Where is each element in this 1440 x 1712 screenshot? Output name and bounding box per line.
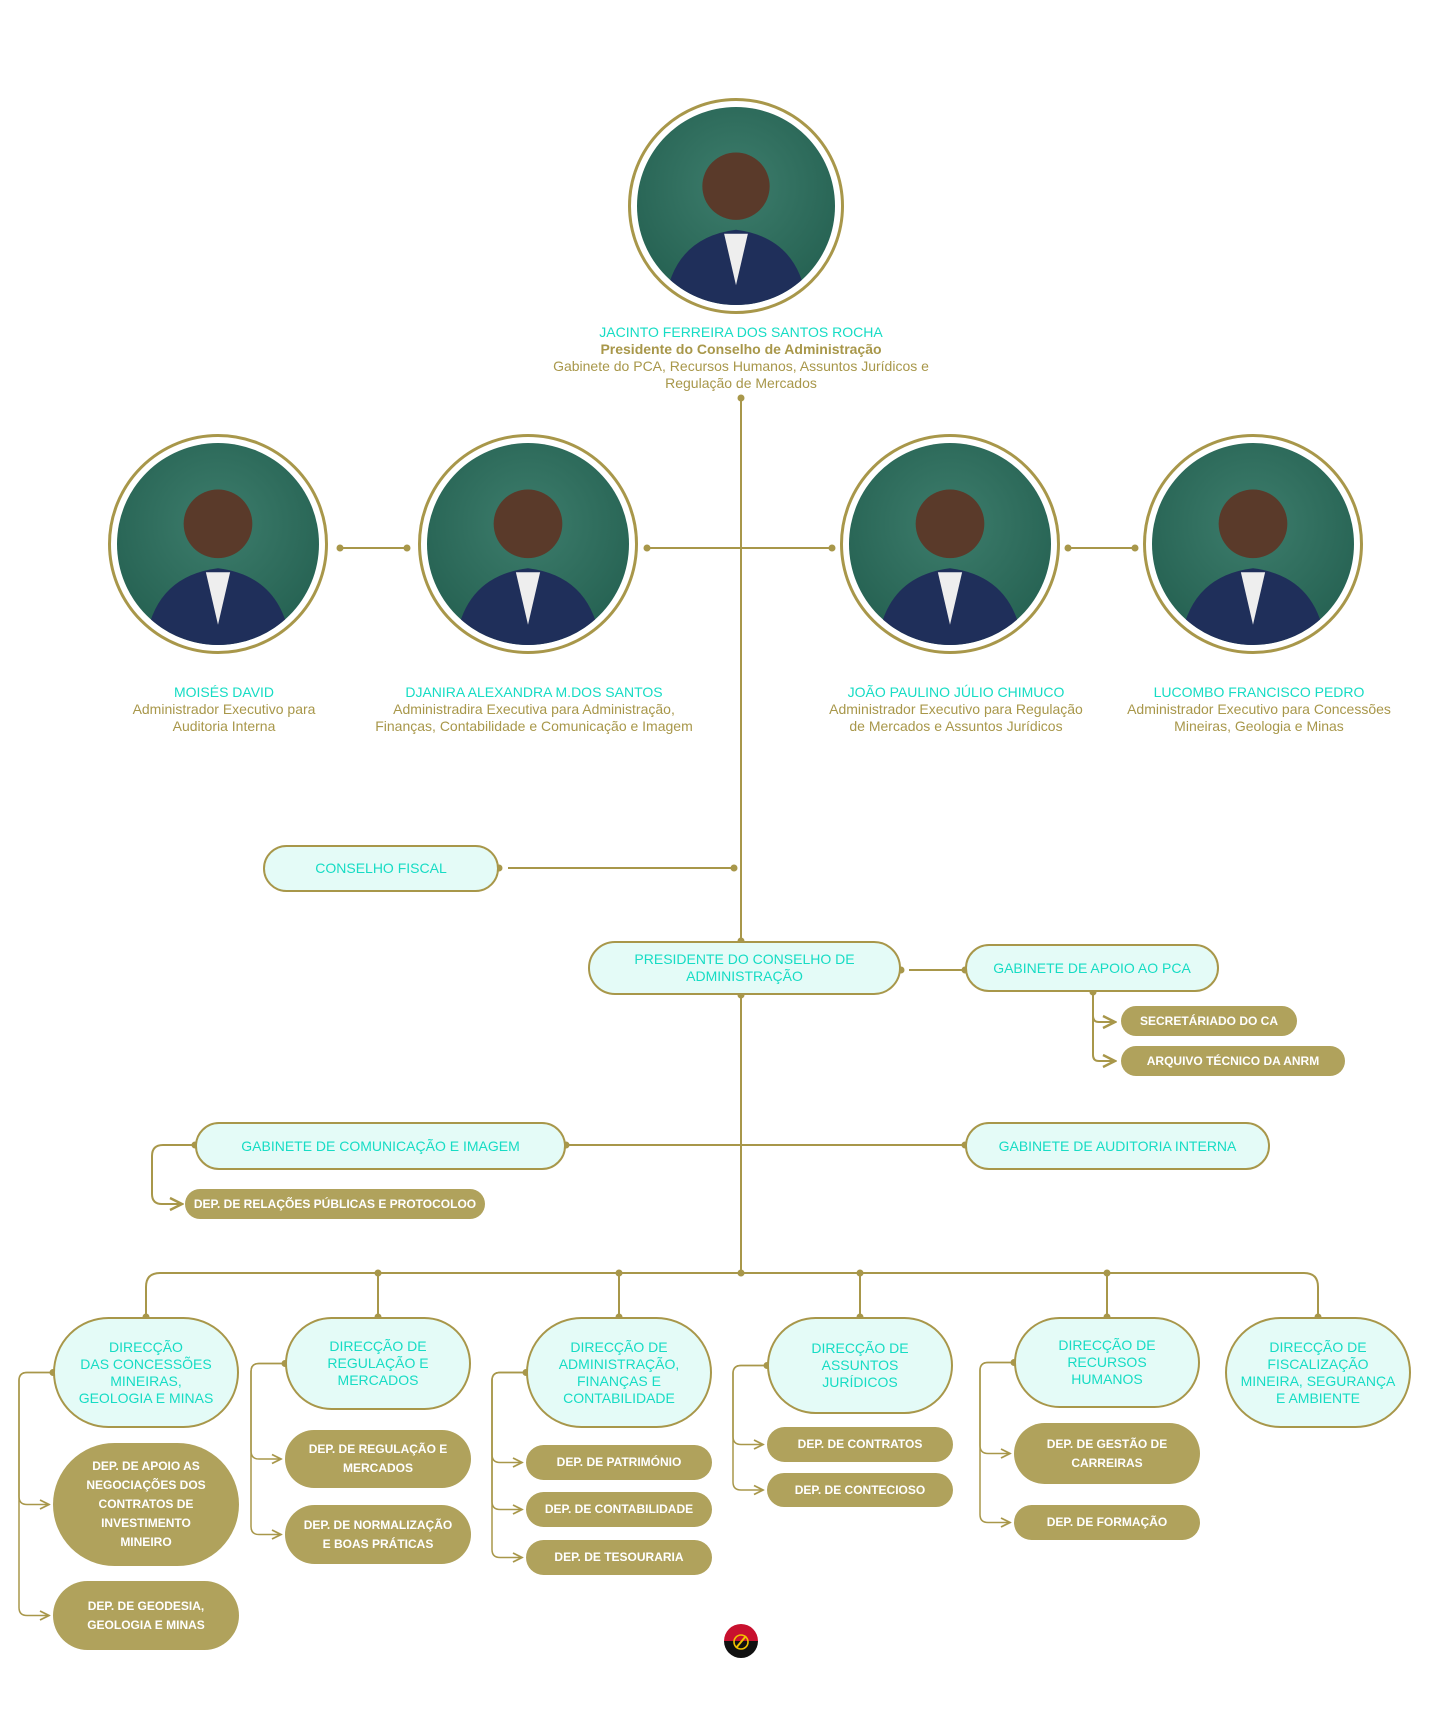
direccao-node[interactable]: DIRECÇÃO DE ADMINISTRAÇÃO, FINANÇAS E CO… <box>526 1317 712 1428</box>
secretariado-node[interactable]: SECRETÁRIADO DO CA <box>1121 1006 1297 1036</box>
gabinete-auditoria-node[interactable]: GABINETE DE AUDITORIA INTERNA <box>965 1122 1270 1170</box>
president-portfolio: Gabinete do PCA, Recursos Humanos, Assun… <box>553 358 929 391</box>
administrator-photo <box>1143 434 1363 654</box>
department-node[interactable]: DEP. DE GESTÃO DE CARREIRAS <box>1014 1423 1200 1484</box>
administrator-name: DJANIRA ALEXANDRA M.DOS SANTOS <box>405 684 663 700</box>
administrator-name: MOISÉS DAVID <box>173 684 275 700</box>
person-portrait <box>117 443 319 645</box>
department-node[interactable]: DEP. DE REGULAÇÃO E MERCADOS <box>285 1430 471 1488</box>
arquivo-tecnico-node[interactable]: ARQUIVO TÉCNICO DA ANRM <box>1121 1046 1345 1076</box>
pca-node[interactable]: PRESIDENTE DO CONSELHO DE ADMINISTRAÇÃO <box>588 941 901 995</box>
person-portrait <box>637 107 835 305</box>
person-portrait <box>849 443 1051 645</box>
gabinete-apoio-pca-node[interactable]: GABINETE DE APOIO AO PCA <box>965 944 1219 992</box>
administrator-photo <box>418 434 638 654</box>
direccao-node[interactable]: DIRECÇÃO DE REGULAÇÃO E MERCADOS <box>285 1317 471 1410</box>
angola-emblem-icon <box>724 1624 758 1658</box>
administrator-role: Administradira Executiva para Administra… <box>375 701 693 734</box>
gabinete-comunicacao-node[interactable]: GABINETE DE COMUNICAÇÃO E IMAGEM <box>195 1122 566 1170</box>
department-node[interactable]: DEP. DE CONTECIOSO <box>767 1473 953 1507</box>
administrator-name: LUCOMBO FRANCISCO PEDRO <box>1153 684 1365 700</box>
direccao-node[interactable]: DIRECÇÃO DE ASSUNTOS JURÍDICOS <box>767 1317 953 1414</box>
administrator-role: Administrador Executivo para Concessões … <box>1127 701 1391 734</box>
department-node[interactable]: DEP. DE FORMAÇÃO <box>1014 1505 1200 1540</box>
dep-relacoes-publicas-node[interactable]: DEP. DE RELAÇÕES PÚBLICAS E PROTOCOLOO <box>185 1189 485 1219</box>
direccao-node[interactable]: DIRECÇÃO DE FISCALIZAÇÃO MINEIRA, SEGURA… <box>1225 1317 1411 1428</box>
president-photo <box>628 98 844 314</box>
direccao-node[interactable]: DIRECÇÃO DE RECURSOS HUMANOS <box>1014 1317 1200 1408</box>
person-portrait <box>1152 443 1354 645</box>
department-node[interactable]: DEP. DE GEODESIA, GEOLOGIA E MINAS <box>53 1581 239 1650</box>
conselho-fiscal-node[interactable]: CONSELHO FISCAL <box>263 845 499 892</box>
administrator-photo <box>108 434 328 654</box>
department-node[interactable]: DEP. DE TESOURARIA <box>526 1540 712 1575</box>
president-role: Presidente do Conselho de Administração <box>600 341 882 357</box>
department-node[interactable]: DEP. DE NORMALIZAÇÃO E BOAS PRÁTICAS <box>285 1505 471 1564</box>
department-node[interactable]: DEP. DE CONTRATOS <box>767 1427 953 1462</box>
department-node[interactable]: DEP. DE PATRIMÓNIO <box>526 1445 712 1480</box>
person-portrait <box>427 443 629 645</box>
administrator-name: JOÃO PAULINO JÚLIO CHIMUCO <box>847 684 1065 700</box>
president-name: JACINTO FERREIRA DOS SANTOS ROCHA <box>599 324 883 340</box>
administrator-photo <box>840 434 1060 654</box>
administrator-role: Administrador Executivo para Regulação d… <box>829 701 1083 734</box>
administrator-role: Administrador Executivo para Auditoria I… <box>132 701 316 734</box>
department-node[interactable]: DEP. DE CONTABILIDADE <box>526 1492 712 1527</box>
direccao-node[interactable]: DIRECÇÃO DAS CONCESSÕES MINEIRAS, GEOLOG… <box>53 1317 239 1428</box>
department-node[interactable]: DEP. DE APOIO AS NEGOCIAÇÕES DOS CONTRAT… <box>53 1443 239 1566</box>
